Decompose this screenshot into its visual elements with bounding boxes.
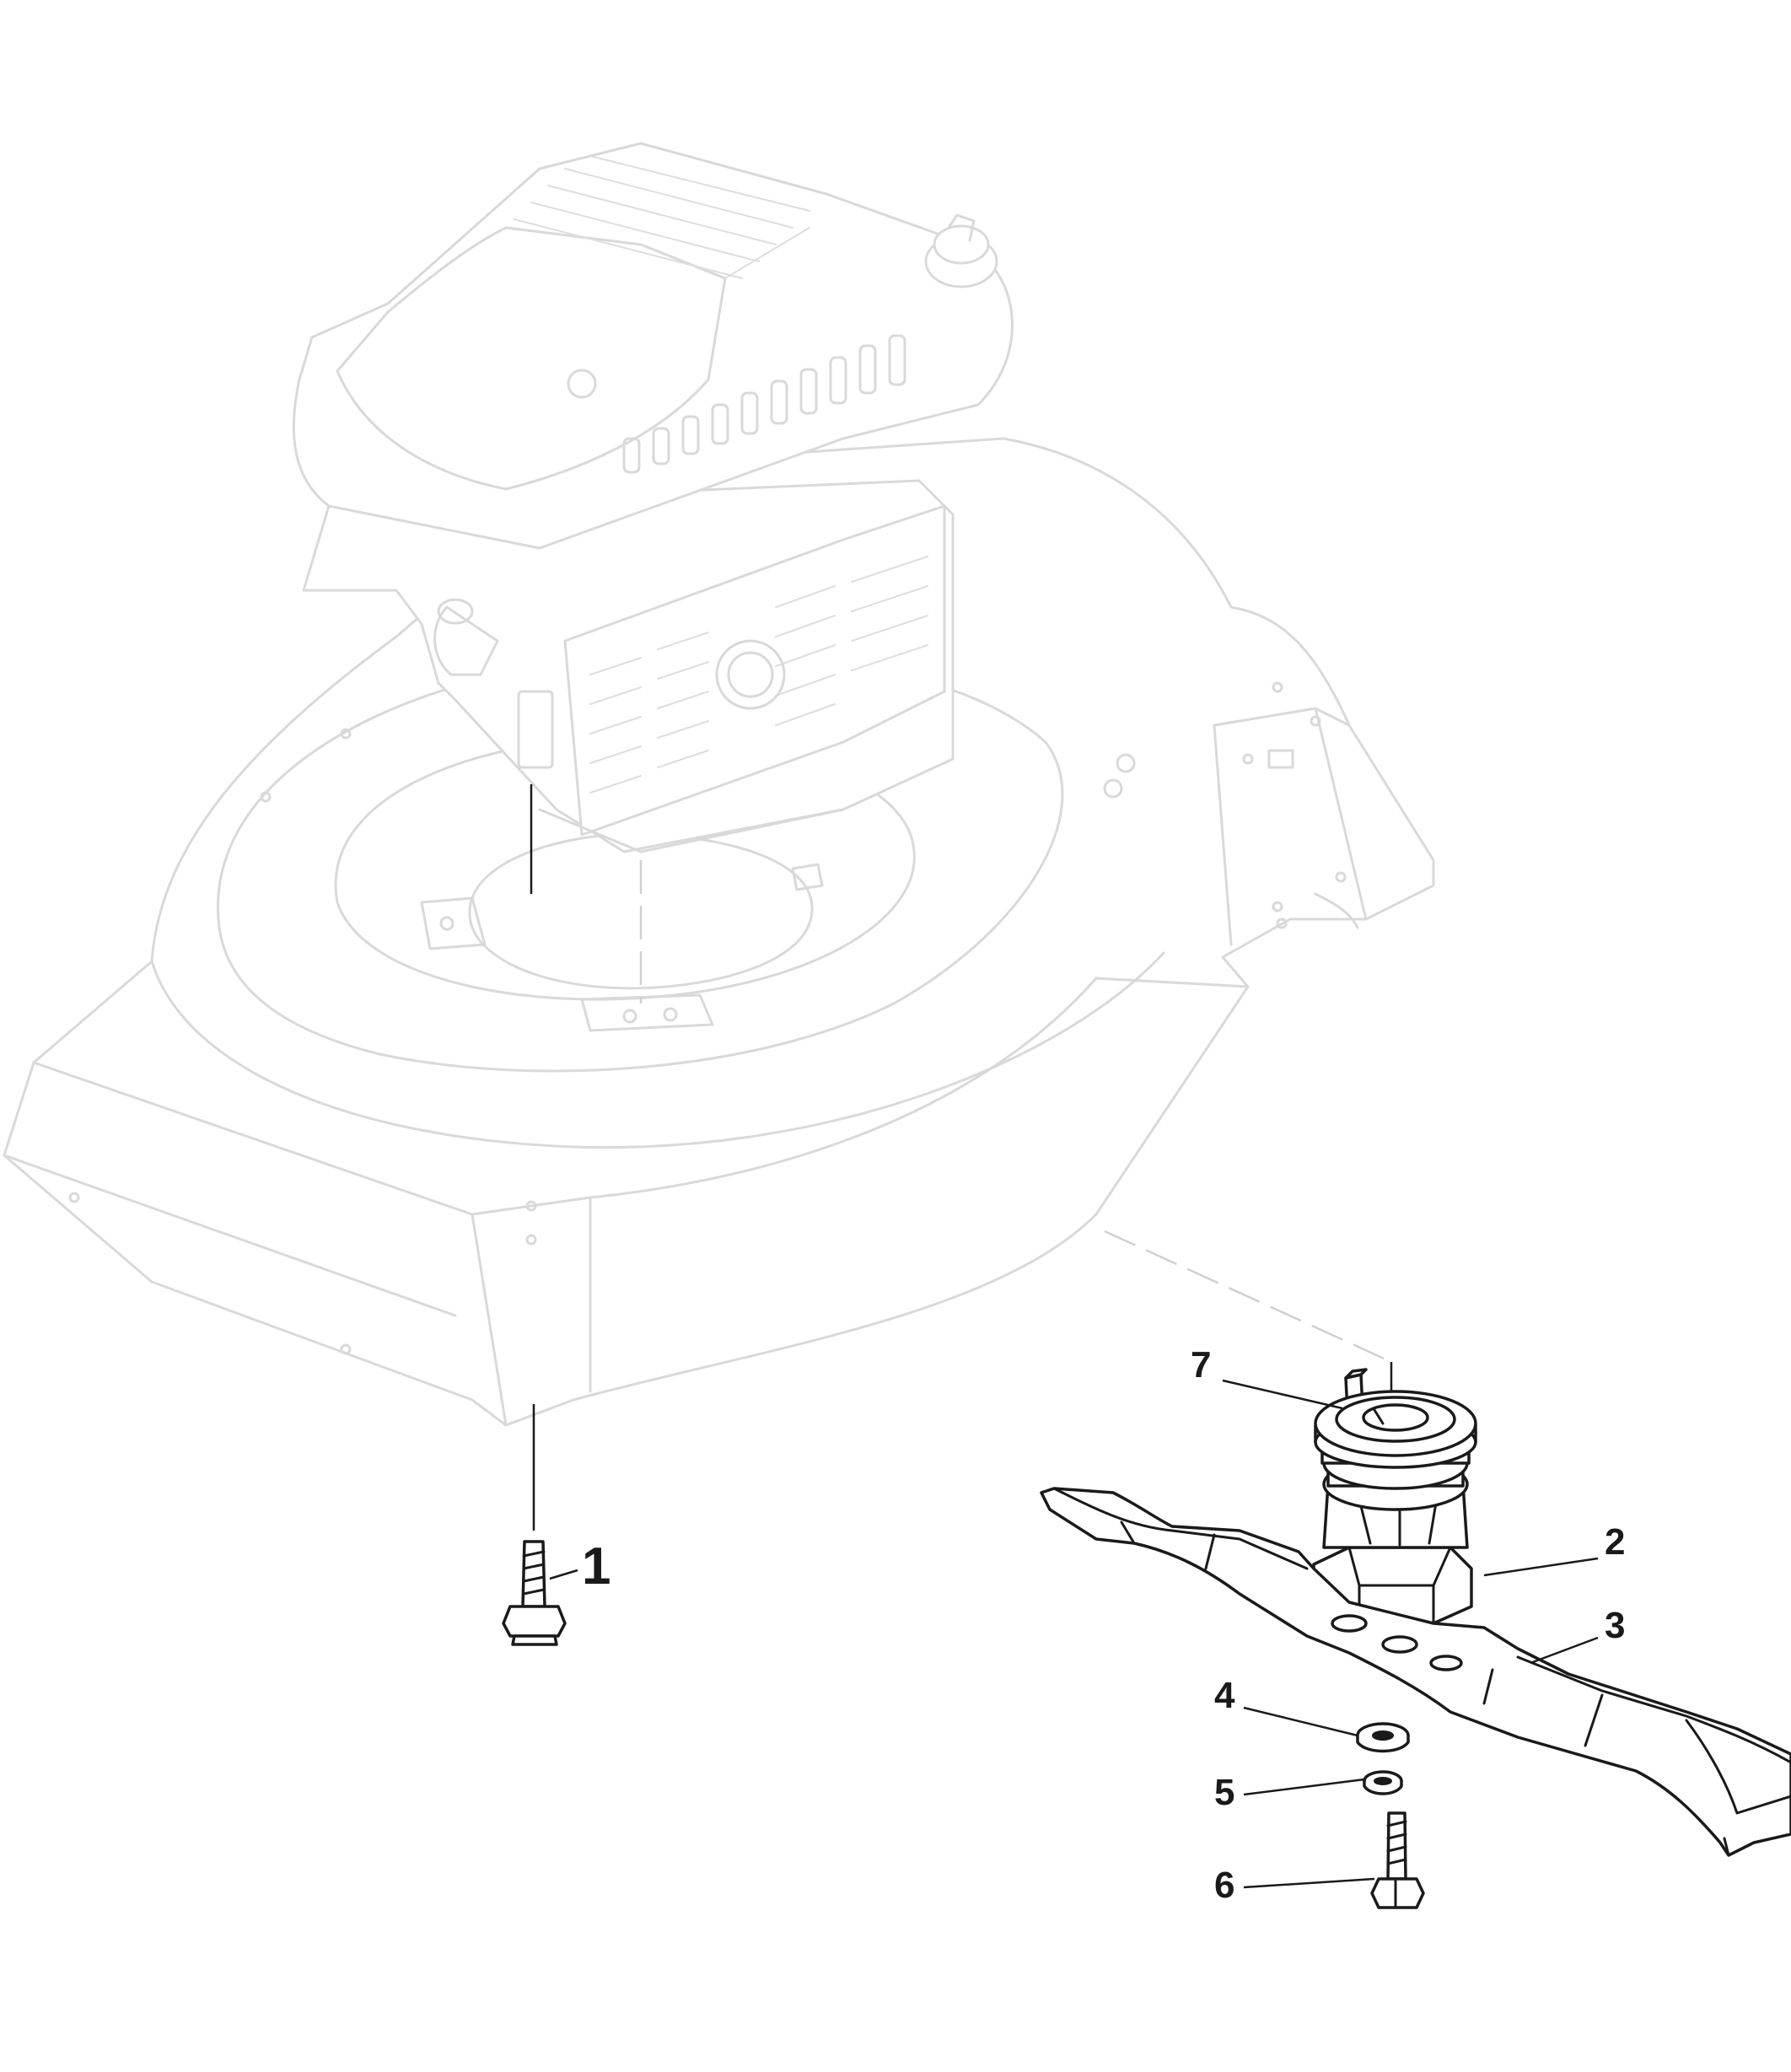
callout-3: 3: [1605, 1605, 1625, 1646]
leader-lines: [549, 1379, 1599, 1889]
callout-5: 5: [1214, 1772, 1234, 1813]
callout-6: 6: [1214, 1865, 1234, 1906]
callout-1: 1: [582, 1537, 610, 1596]
part-5-lock-washer: [1363, 1770, 1403, 1795]
part-1-deck-bolt: [502, 1540, 567, 1646]
callout-labels: 1 2 3 4 5 6 7: [582, 1344, 1625, 1906]
part-2-blade-hub: [1312, 1390, 1477, 1625]
part-3-cutting-blade: [1040, 1487, 1791, 1857]
callout-4: 4: [1214, 1675, 1235, 1716]
callout-2: 2: [1605, 1521, 1625, 1563]
callout-7: 7: [1191, 1344, 1211, 1386]
part-6-blade-bolt: [1370, 1811, 1425, 1909]
mower-deck-ghost: [3, 437, 1435, 1427]
engine-ghost: [292, 142, 1014, 853]
part-4-washer: [1356, 1722, 1410, 1753]
